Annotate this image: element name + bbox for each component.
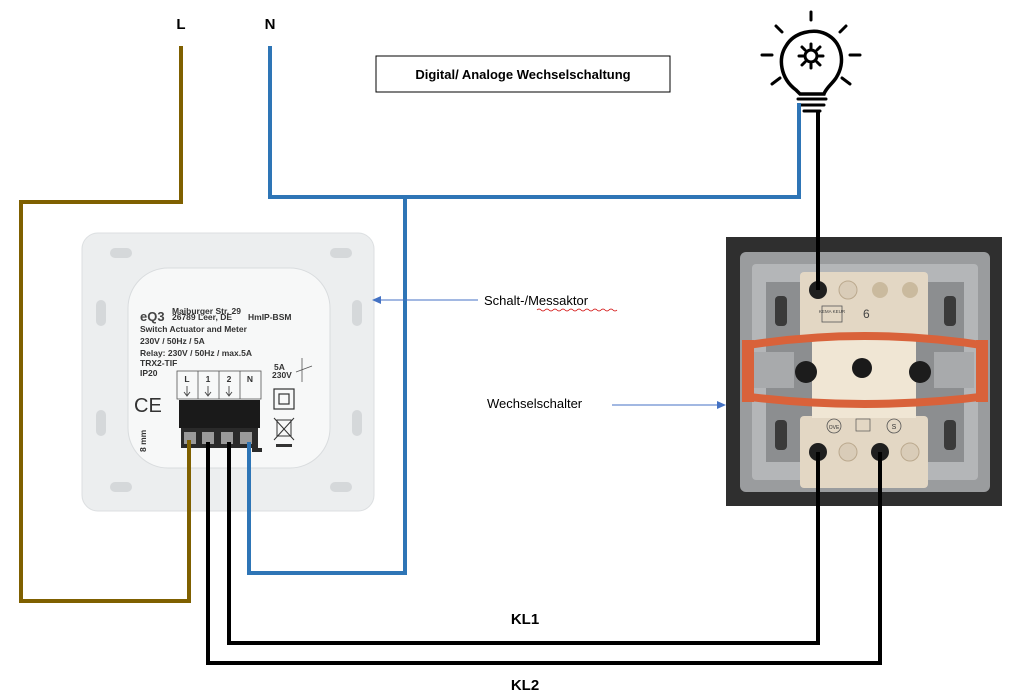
terminal-label-2: 2 bbox=[227, 374, 232, 384]
rating-current: 5A bbox=[274, 362, 285, 372]
switch-annotation: Wechselschalter bbox=[487, 396, 726, 411]
spec-line-1: Switch Actuator and Meter bbox=[140, 324, 248, 334]
kl2-label: KL2 bbox=[511, 677, 539, 694]
kl1-label: KL1 bbox=[511, 611, 539, 628]
kl1-wire bbox=[227, 442, 820, 645]
terminal-label-1: 1 bbox=[206, 374, 211, 384]
rating-voltage: 230V bbox=[272, 370, 292, 380]
switch-annotation-text: Wechselschalter bbox=[487, 396, 583, 411]
weee-bin-icon bbox=[273, 417, 295, 441]
model-name: HmIP-BSM bbox=[248, 312, 291, 322]
spec-line-3: Relay: 230V / 50Hz / max.5A bbox=[140, 348, 252, 358]
switch-rating: 6 bbox=[863, 307, 870, 321]
actuator-annotation: Schalt-/Messaktor bbox=[372, 293, 618, 312]
spec-line-4: TRX2-TIF bbox=[140, 358, 177, 368]
ce-mark: CE bbox=[134, 395, 162, 417]
spec-line-5: IP20 bbox=[140, 368, 158, 378]
change-over-switch: KEMA KEUR 6 OVE S bbox=[726, 237, 1002, 506]
address-line-2: 26789 Leer, DE bbox=[172, 312, 232, 322]
kl2-wire bbox=[206, 442, 882, 665]
neutral-wire-actuator bbox=[247, 197, 407, 575]
address-line-1: Maiburger Str. 29 bbox=[172, 306, 241, 316]
terminal-ove-label: OVE bbox=[829, 425, 840, 431]
double-insulation-icon bbox=[273, 388, 295, 410]
spec-line-2: 230V / 50Hz / 5A bbox=[140, 336, 205, 346]
terminal-label-n: N bbox=[247, 374, 253, 384]
neutral-wire-lamp bbox=[268, 46, 801, 199]
brand-logo: eQ3 bbox=[140, 309, 165, 324]
phase-wire bbox=[19, 46, 191, 603]
phase-label: L bbox=[176, 16, 185, 33]
switch-actuator: eQ3 Maiburger Str. 29 26789 Leer, DE HmI… bbox=[81, 232, 375, 512]
neutral-label: N bbox=[265, 16, 276, 33]
actuator-annotation-text: Schalt-/Messaktor bbox=[484, 293, 589, 308]
title-box: Digital/ Analoge Wechselschaltung bbox=[375, 55, 671, 93]
terminal-block bbox=[179, 400, 260, 428]
lightbulb-gear-icon bbox=[760, 10, 862, 113]
strip-length: 8 mm bbox=[138, 429, 148, 452]
kema-stamp: KEMA KEUR bbox=[819, 309, 846, 314]
terminal-s-label: S bbox=[892, 424, 897, 431]
terminal-label-l: L bbox=[184, 374, 189, 384]
diagram-title: Digital/ Analoge Wechselschaltung bbox=[415, 67, 630, 82]
